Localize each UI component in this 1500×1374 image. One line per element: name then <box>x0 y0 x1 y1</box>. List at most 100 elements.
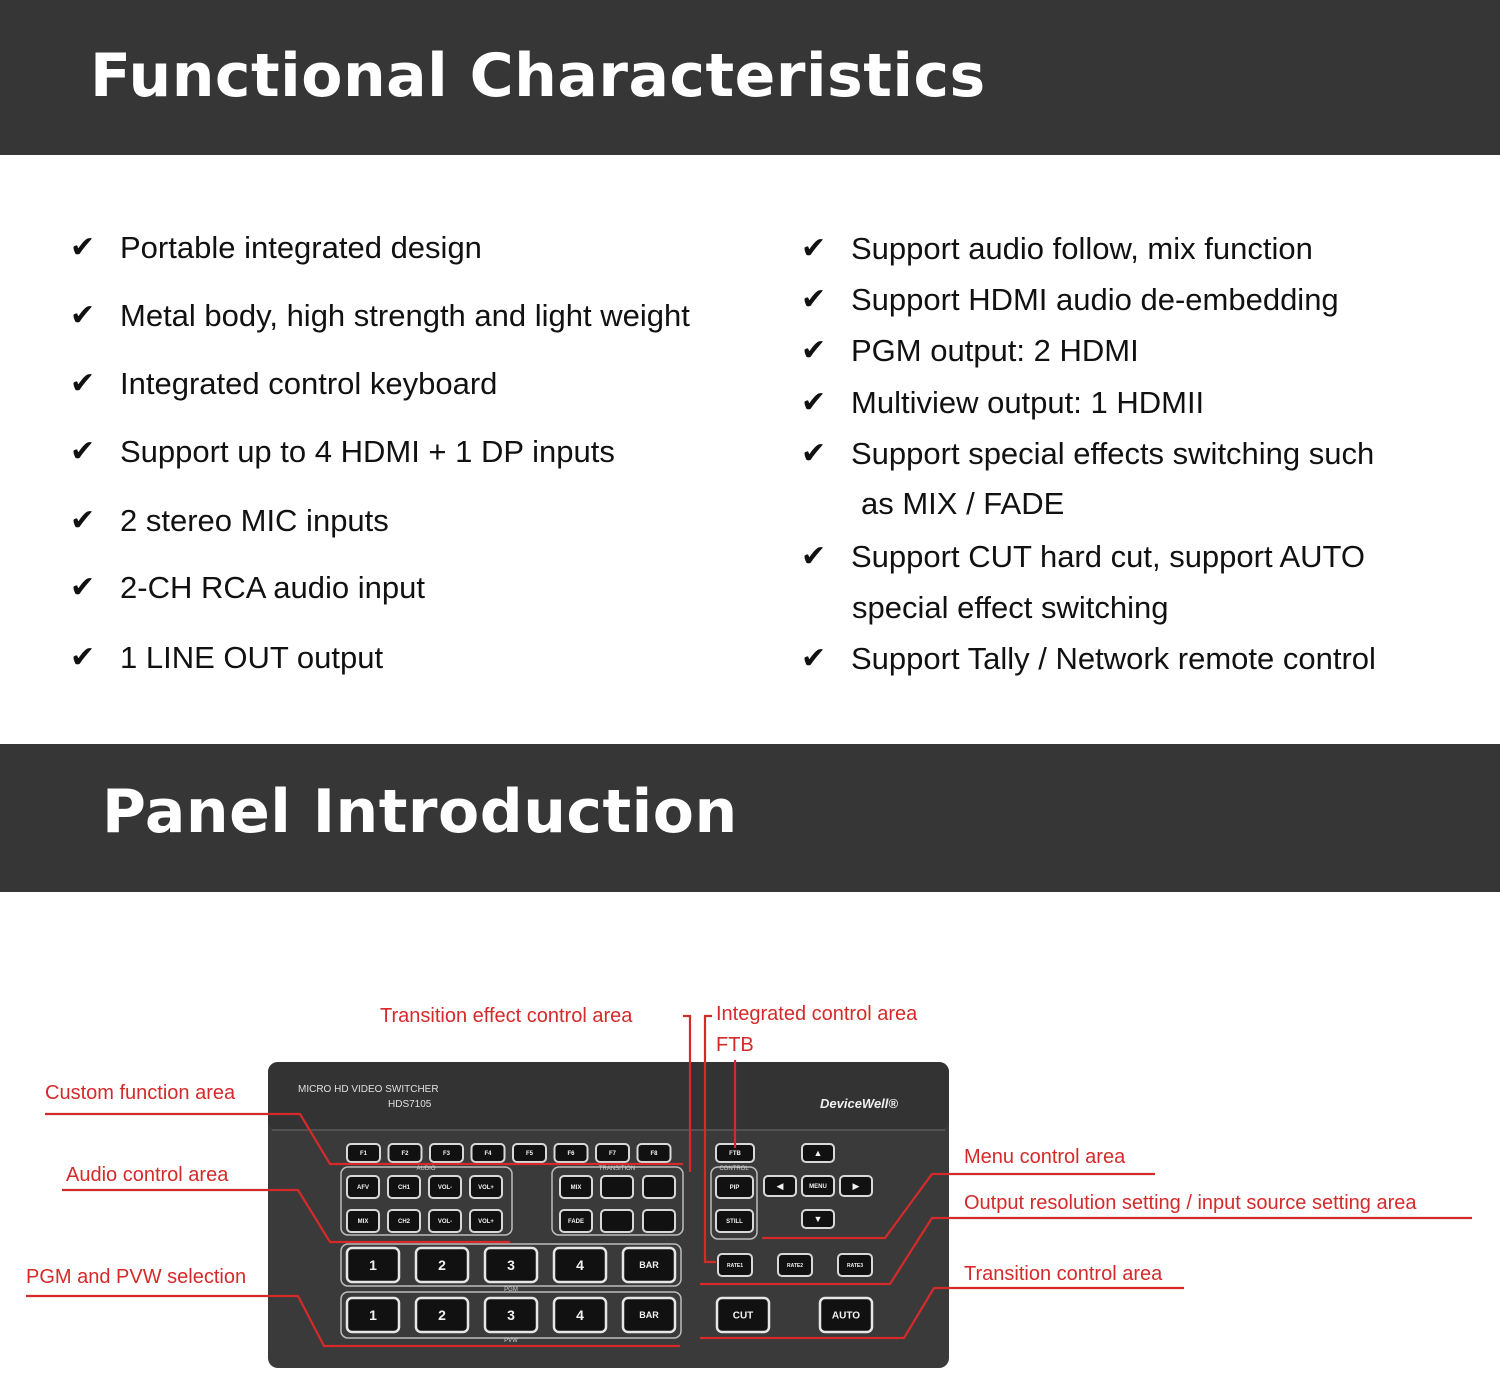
audio-group-frame <box>340 1166 513 1236</box>
feature-text: Support HDMI audio de-embedding <box>851 282 1339 317</box>
audio-key-row2-0-label: MIX <box>358 1219 369 1225</box>
check-icon: ✔ <box>801 281 827 317</box>
key-cut-label: CUT <box>733 1311 754 1322</box>
key-f2[interactable]: F2 <box>387 1143 423 1163</box>
check-icon: ✔ <box>70 433 96 469</box>
pvw-key-0-label: 1 <box>369 1307 377 1323</box>
pvw-key-0[interactable]: 1 <box>345 1296 401 1334</box>
key-f5[interactable]: F5 <box>512 1143 547 1163</box>
audio-key-1[interactable]: CH1 <box>387 1175 421 1199</box>
pvw-key-4-label: BAR <box>639 1310 659 1320</box>
callout-line-pgm-pvw <box>26 1294 680 1348</box>
key-menu[interactable]: MENU <box>801 1175 835 1197</box>
key-auto[interactable]: AUTO <box>818 1296 874 1334</box>
callout-line-menu <box>762 1172 1155 1240</box>
feature-item: ✔Support audio follow, mix function <box>801 233 1313 264</box>
feature-item: ✔2-CH RCA audio input <box>70 572 425 603</box>
check-icon: ✔ <box>70 229 96 265</box>
key-pip-label: PIP <box>730 1185 740 1191</box>
audio-key-row2-3[interactable]: VOL+ <box>469 1209 503 1233</box>
control-group-label: CONTROL <box>719 1166 749 1172</box>
pvw-key-2[interactable]: 3 <box>483 1296 539 1334</box>
transition-group-frame <box>551 1166 684 1236</box>
pvw-key-4[interactable]: BAR <box>621 1296 677 1334</box>
audio-key-3[interactable]: VOL+ <box>469 1175 503 1199</box>
audio-key-row2-1[interactable]: CH2 <box>387 1209 421 1233</box>
label-audio-control: Audio control area <box>66 1164 229 1186</box>
key-wipe-1[interactable] <box>600 1175 634 1199</box>
check-icon: ✔ <box>70 365 96 401</box>
feature-text-continued: as MIX / FADE <box>861 486 1065 521</box>
audio-key-row2-2[interactable]: VOL- <box>428 1209 462 1233</box>
pgm-key-4-label: BAR <box>639 1260 659 1270</box>
feature-item: ✔ Support HDMI audio de-embedding <box>801 284 1339 315</box>
key-f7-label: F7 <box>609 1151 617 1157</box>
key-f2-label: F2 <box>401 1151 409 1157</box>
audio-key-row2-3-label: VOL+ <box>478 1219 494 1225</box>
key-up[interactable]: ▲ <box>801 1143 835 1163</box>
key-f1[interactable]: F1 <box>346 1143 381 1163</box>
label-transition-effect: Transition effect control area <box>380 1005 633 1027</box>
key-rate1[interactable]: RATE1 <box>717 1253 753 1277</box>
pgm-key-3-label: 4 <box>576 1257 584 1273</box>
audio-group-label: AUDIO <box>416 1166 435 1172</box>
pvw-key-1[interactable]: 2 <box>414 1296 470 1334</box>
key-wipe-3[interactable] <box>600 1209 634 1233</box>
pgm-key-3[interactable]: 4 <box>552 1246 608 1284</box>
pgm-key-4[interactable]: BAR <box>621 1246 677 1284</box>
audio-key-1-label: CH1 <box>398 1185 411 1191</box>
feature-item: ✔Metal body, high strength and light wei… <box>70 300 690 331</box>
key-f7[interactable]: F7 <box>595 1143 630 1163</box>
pgm-group-frame <box>340 1243 682 1287</box>
pvw-key-3[interactable]: 4 <box>552 1296 608 1334</box>
pgm-key-1[interactable]: 2 <box>414 1246 470 1284</box>
audio-key-2[interactable]: VOL- <box>428 1175 462 1199</box>
audio-key-row2-1-label: CH2 <box>398 1219 411 1225</box>
label-ftb: FTB <box>716 1034 754 1056</box>
audio-key-0-label: AFV <box>357 1185 369 1191</box>
key-auto-label: AUTO <box>832 1311 860 1322</box>
audio-key-0[interactable]: AFV <box>346 1175 380 1199</box>
check-icon: ✔ <box>801 435 827 471</box>
feature-item: ✔Support up to 4 HDMI + 1 DP inputs <box>70 436 615 467</box>
key-down[interactable]: ▼ <box>801 1209 835 1229</box>
key-still[interactable]: STILL <box>715 1209 754 1233</box>
key-left[interactable]: ◀ <box>763 1175 797 1197</box>
key-fade[interactable]: FADE <box>559 1209 593 1233</box>
key-right[interactable]: ▶ <box>839 1175 873 1197</box>
pvw-key-1-label: 2 <box>438 1307 446 1323</box>
key-mix[interactable]: MIX <box>559 1175 593 1199</box>
audio-key-row2-2-label: VOL- <box>438 1219 452 1225</box>
label-transition-control: Transition control area <box>964 1263 1163 1285</box>
key-f5-label: F5 <box>526 1151 534 1157</box>
key-ftb-label: FTB <box>729 1151 741 1157</box>
label-pgm-pvw: PGM and PVW selection <box>26 1266 246 1288</box>
key-rate2[interactable]: RATE2 <box>777 1253 813 1277</box>
feature-item: ✔Portable integrated design <box>70 232 482 263</box>
key-cut[interactable]: CUT <box>715 1296 771 1334</box>
key-wipe-4[interactable] <box>642 1209 676 1233</box>
key-down-label: ▼ <box>814 1214 823 1224</box>
key-f4[interactable]: F4 <box>470 1143 506 1163</box>
device-brand: DeviceWell® <box>820 1096 898 1111</box>
feature-text: Support audio follow, mix function <box>851 231 1313 266</box>
pvw-key-2-label: 3 <box>507 1307 515 1323</box>
label-custom-function: Custom function area <box>45 1082 236 1104</box>
pgm-key-0[interactable]: 1 <box>345 1246 401 1284</box>
feature-text: PGM output: 2 HDMI <box>851 333 1139 368</box>
key-f6[interactable]: F6 <box>553 1143 589 1163</box>
check-icon: ✔ <box>70 297 96 333</box>
key-wipe-2[interactable] <box>642 1175 676 1199</box>
callout-line-transition-effect <box>683 1014 692 1172</box>
audio-key-row2-0[interactable]: MIX <box>346 1209 380 1233</box>
key-pip[interactable]: PIP <box>715 1175 754 1199</box>
check-icon: ✔ <box>801 384 827 420</box>
key-f3[interactable]: F3 <box>429 1143 464 1163</box>
device-top-strip <box>268 1062 949 1130</box>
key-f8[interactable]: F8 <box>636 1143 672 1163</box>
pgm-key-2[interactable]: 3 <box>483 1246 539 1284</box>
check-icon: ✔ <box>70 569 96 605</box>
check-icon: ✔ <box>70 639 96 675</box>
key-rate3[interactable]: RATE3 <box>837 1253 873 1277</box>
label-menu-control: Menu control area <box>964 1146 1126 1168</box>
